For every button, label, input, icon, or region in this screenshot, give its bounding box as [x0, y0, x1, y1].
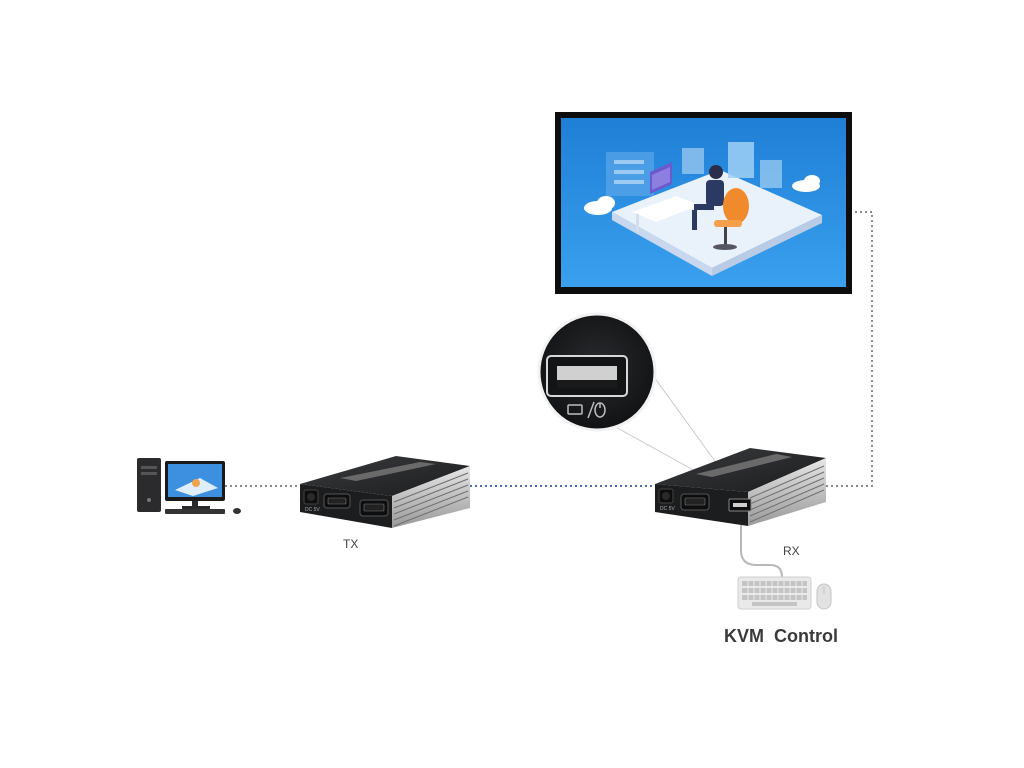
monitor-icon	[555, 112, 852, 294]
mouse-icon	[816, 583, 832, 610]
usb-port-icon	[546, 355, 628, 397]
isometric-platform	[612, 170, 822, 268]
hdmi-port-icon	[323, 493, 351, 509]
pc-keyboard	[165, 509, 225, 514]
hdmi-port-icon	[680, 493, 710, 511]
pc-mouse	[233, 508, 241, 514]
keyboard-mouse-symbol-icon	[567, 401, 606, 419]
rx-dc-port: DC 5V	[658, 488, 675, 512]
hdmi-port-icon	[359, 499, 389, 517]
desktop-computer-icon	[137, 458, 241, 514]
pc-tower	[137, 458, 161, 512]
tx-label: TX	[343, 537, 358, 551]
svg-text:DC 5V: DC 5V	[660, 506, 675, 512]
keyboard-icon	[737, 576, 812, 610]
svg-text:DC 5V: DC 5V	[305, 507, 320, 513]
kvm-control-label: KVM Control	[724, 626, 838, 646]
rx-to-monitor-cable	[826, 211, 873, 487]
rx-to-keyboard-cable	[740, 525, 783, 578]
tx-dc-port: DC 5V	[303, 489, 320, 513]
rx-label: RX	[783, 544, 800, 558]
tx-device: DC 5V	[300, 456, 470, 528]
rx-device: DC 5V	[655, 448, 826, 526]
usb-zoom-callout	[537, 312, 657, 432]
usb-port-icon	[728, 498, 752, 512]
